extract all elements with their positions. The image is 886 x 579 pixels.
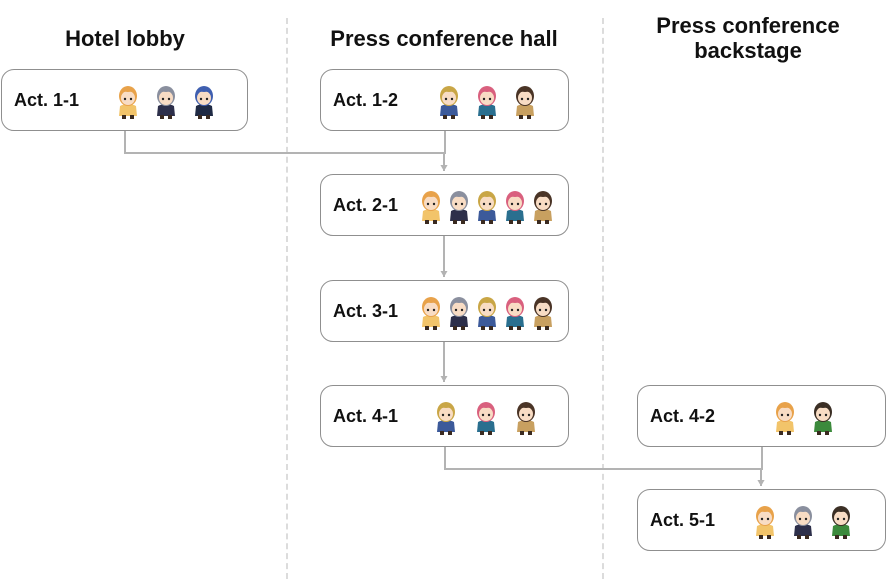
- pink-haired-girl-character-icon: [472, 398, 500, 436]
- act-label: Act. 4-2: [650, 406, 716, 426]
- green-shirt-boy-character-icon: [809, 398, 837, 436]
- act-label: Act. 4-1: [333, 406, 399, 426]
- act-label: Act. 5-1: [650, 510, 716, 530]
- act-box-1-1[interactable]: Act. 1-1: [1, 69, 248, 131]
- blonde-boy-character-icon: [435, 82, 463, 120]
- column-title-hotel-lobby: Hotel lobby: [65, 26, 185, 51]
- connector-arrow: [757, 447, 765, 486]
- blonde-girl-character-icon: [751, 502, 779, 540]
- blonde-boy-character-icon: [473, 293, 501, 331]
- connector-arrow: [444, 447, 765, 486]
- column-divider: [286, 18, 288, 579]
- brown-haired-man-character-icon: [529, 293, 557, 331]
- blonde-girl-character-icon: [417, 293, 445, 331]
- act-box-4-2[interactable]: Act. 4-2: [637, 385, 886, 447]
- connector-arrow: [440, 131, 448, 171]
- column-title-press-conference-hall: Press conference hall: [330, 26, 558, 51]
- act-box-2-1[interactable]: Act. 2-1: [320, 174, 569, 236]
- blonde-girl-character-icon: [417, 187, 445, 225]
- act-box-4-1[interactable]: Act. 4-1: [320, 385, 569, 447]
- grey-haired-boy-character-icon: [445, 187, 473, 225]
- blonde-girl-character-icon: [114, 82, 142, 120]
- pink-haired-girl-character-icon: [501, 187, 529, 225]
- act-label: Act. 3-1: [333, 301, 399, 321]
- grey-haired-boy-character-icon: [445, 293, 473, 331]
- brown-haired-man-character-icon: [529, 187, 557, 225]
- grey-haired-boy-character-icon: [152, 82, 180, 120]
- act-box-3-1[interactable]: Act. 3-1: [320, 280, 569, 342]
- brown-haired-man-character-icon: [511, 82, 539, 120]
- blue-haired-boy-character-icon: [190, 82, 218, 120]
- act-label: Act. 1-2: [333, 90, 399, 110]
- act-box-5-1[interactable]: Act. 5-1: [637, 489, 886, 551]
- brown-haired-man-character-icon: [512, 398, 540, 436]
- column-title-press-conference-backstage: Press conference backstage: [656, 13, 840, 63]
- green-shirt-boy-character-icon: [827, 502, 855, 540]
- connector-arrow: [124, 131, 448, 171]
- grey-haired-boy-character-icon: [789, 502, 817, 540]
- pink-haired-girl-character-icon: [501, 293, 529, 331]
- act-label: Act. 2-1: [333, 195, 399, 215]
- act-label: Act. 1-1: [14, 90, 80, 110]
- blonde-boy-character-icon: [473, 187, 501, 225]
- column-divider: [602, 18, 604, 579]
- blonde-boy-character-icon: [432, 398, 460, 436]
- blonde-girl-character-icon: [771, 398, 799, 436]
- pink-haired-girl-character-icon: [473, 82, 501, 120]
- act-box-1-2[interactable]: Act. 1-2: [320, 69, 569, 131]
